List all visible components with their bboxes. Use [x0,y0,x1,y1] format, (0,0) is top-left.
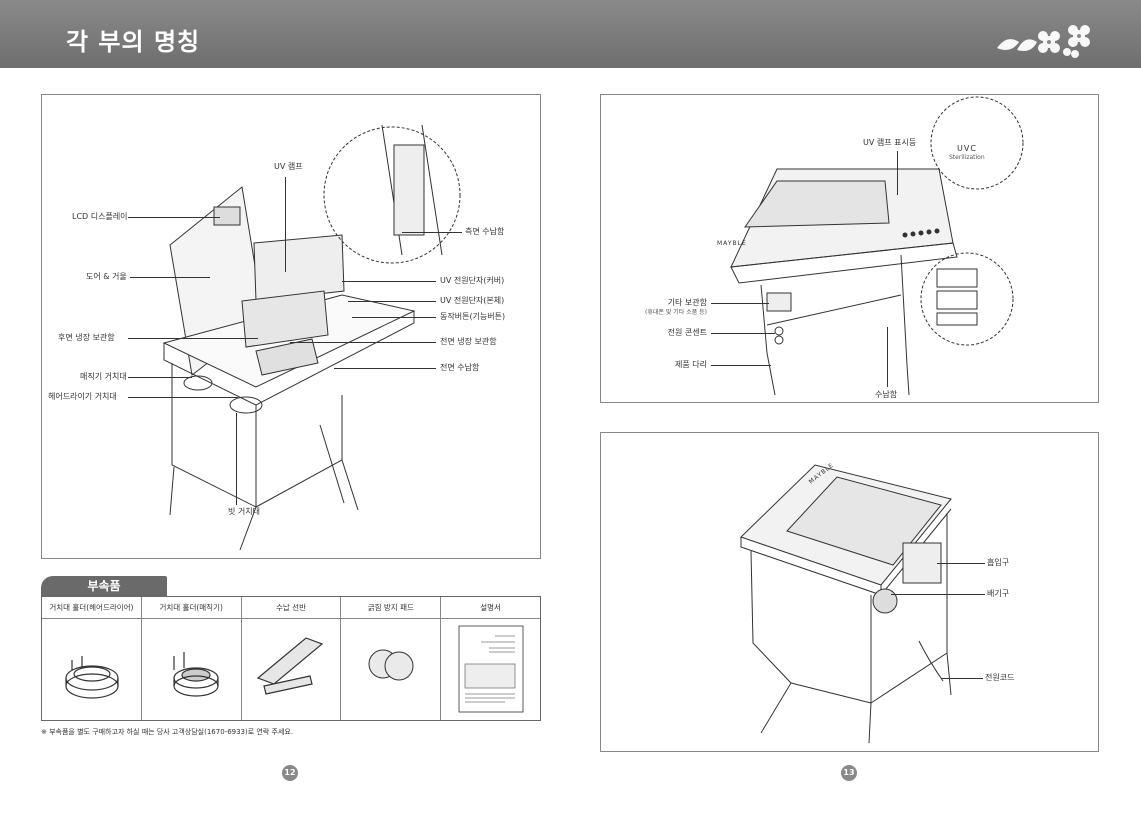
label-etc-storage-sub: (휴대폰 및 기타 소품 등) [645,309,707,316]
label-uv-indicator: UV 램프 표시등 [863,138,917,147]
label-comb-holder: 빗 거치대 [228,507,260,516]
accessory-name: 거치대 홀더(매직기) [141,597,241,619]
leader-line [128,377,192,378]
leader-line [334,368,436,369]
label-iron-holder: 매직기 거치대 [80,372,127,381]
accessories-table: 거치대 홀더(헤어드라이어) 거치대 홀더(매직기) 수납 선반 긁힘 방지 패… [41,596,541,721]
label-etc-storage: 기타 보관함 [667,298,707,307]
leader-line [711,333,775,334]
accessory-item: 거치대 홀더(매직기) [141,597,242,720]
vanity-rear-illustration [740,464,952,744]
leader-line [236,413,237,505]
accessory-item: 긁힘 방지 패드 [341,597,442,720]
label-exhaust: 배기구 [987,589,1010,598]
anti-scratch-pad-icon [368,649,414,681]
label-front-cold: 전면 냉장 보관함 [440,337,497,346]
leader-line [711,303,769,304]
flower-decoration-icon [997,25,1090,58]
leader-line [402,232,462,233]
accessories-tab: 부속품 [41,576,167,596]
leader-line [128,217,220,218]
leader-line [130,277,210,278]
accessory-item: 수납 선반 [241,597,342,720]
leader-line [897,151,898,195]
leader-line [348,301,436,302]
label-uvc: UVC [957,144,977,153]
accessory-name: 거치대 홀더(헤어드라이어) [42,597,141,619]
bottom-right-diagram-panel: MAYBLE 흡입구 배기구 전원코드 [600,432,1099,752]
dryer-holder-icon [65,656,119,699]
label-uv-lamp: UV 램프 [274,162,303,171]
label-storage: 수납함 [875,390,898,399]
label-intake: 흡입구 [987,558,1010,567]
label-door-mirror: 도어 & 거울 [86,272,127,281]
manual-icon [458,625,524,713]
accessories-note: ※ 부속품을 별도 구매하고자 하실 때는 당사 고객상담실(1670-6933… [41,728,294,736]
leader-line [342,281,436,282]
accessory-item: 거치대 홀더(헤어드라이어) [42,597,142,720]
label-power-cord: 전원코드 [985,673,1015,682]
label-outlet: 전원 콘센트 [667,328,707,337]
leader-line [128,338,258,339]
page-number-right: 13 [841,765,857,781]
leader-line [352,317,436,318]
top-right-diagram-panel: UV 램프 표시등 UVC Sterilization MAYBLE 기타 보관… [600,94,1099,403]
vanity-top-illustration [730,96,1024,396]
leader-line [290,342,436,343]
iron-holder-icon [173,652,219,697]
vanity-front-illustration [162,124,461,551]
label-legs: 제품 다리 [675,360,707,369]
page-title: 각 부의 명칭 [66,28,201,56]
label-uv-body: UV 전원단자(본체) [440,296,505,305]
leader-line [891,594,985,595]
label-buttons: 동작버튼(기능버튼) [440,312,506,321]
leader-line [285,177,286,272]
accessory-name: 긁힘 방지 패드 [341,597,441,619]
leader-line [128,397,238,398]
label-sterilization: Sterilization [949,154,985,161]
storage-shelf-icon [256,637,323,695]
label-rear-cold: 후면 냉장 보관함 [58,333,115,342]
leader-line [887,327,888,387]
leader-line [941,678,983,679]
label-side-storage: 측면 수납함 [465,227,505,236]
accessory-name: 수납 선반 [241,597,341,619]
leader-line [711,365,771,366]
accessory-item: 설명서 [441,597,540,720]
label-lcd: LCD 디스플레이 [72,212,128,221]
label-dryer-holder: 헤어드라이기 거치대 [48,392,117,401]
front-diagram-panel: UV 램프 LCD 디스플레이 측면 수납함 도어 & 거울 UV 전원단자(커… [41,94,541,559]
header-bar: 각 부의 명칭 [0,0,1141,68]
label-uv-cover: UV 전원단자(커버) [440,276,505,285]
accessory-name: 설명서 [441,597,540,619]
leader-line [937,563,985,564]
page-number-left: 12 [282,765,298,781]
label-front-storage: 전면 수납함 [440,363,480,372]
label-brand: MAYBLE [717,240,747,247]
